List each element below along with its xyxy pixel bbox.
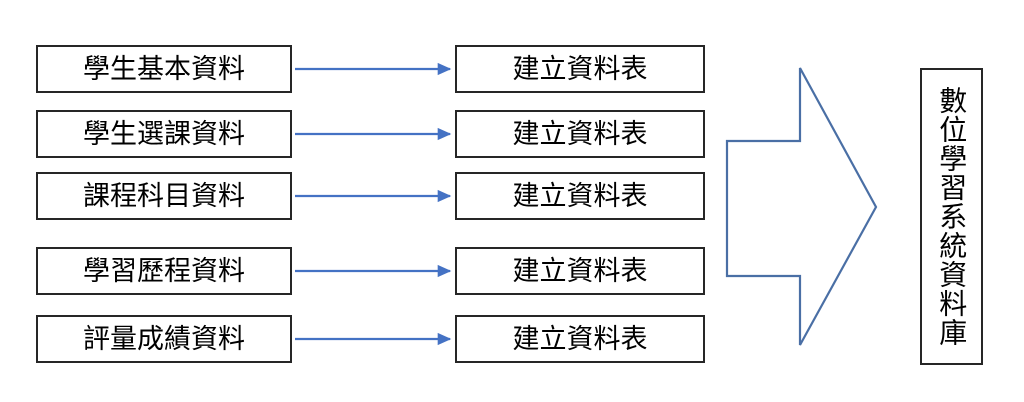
process-box-5: 建立資料表: [455, 315, 705, 363]
source-box-1: 學生基本資料: [36, 45, 292, 93]
process-box-1: 建立資料表: [455, 45, 705, 93]
block-arrow-right-icon: [725, 67, 878, 346]
source-box-1-label: 學生基本資料: [83, 53, 245, 85]
process-box-2-label: 建立資料表: [512, 118, 648, 150]
source-box-4: 學習歷程資料: [36, 247, 292, 295]
process-box-5-label: 建立資料表: [512, 323, 648, 355]
process-box-4: 建立資料表: [455, 247, 705, 295]
process-box-3: 建立資料表: [455, 172, 705, 220]
source-box-5-label: 評量成績資料: [83, 323, 245, 355]
database-box: 數位學習系統資料庫: [920, 68, 983, 365]
source-box-2-label: 學生選課資料: [83, 118, 245, 150]
database-box-label: 數位學習系統資料庫: [935, 86, 969, 347]
source-box-2: 學生選課資料: [36, 110, 292, 158]
process-box-1-label: 建立資料表: [512, 53, 648, 85]
source-box-3: 課程科目資料: [36, 172, 292, 220]
source-box-3-label: 課程科目資料: [83, 180, 245, 212]
process-box-3-label: 建立資料表: [512, 180, 648, 212]
process-box-2: 建立資料表: [455, 110, 705, 158]
process-box-4-label: 建立資料表: [512, 255, 648, 287]
source-box-4-label: 學習歷程資料: [83, 255, 245, 287]
source-box-5: 評量成績資料: [36, 315, 292, 363]
